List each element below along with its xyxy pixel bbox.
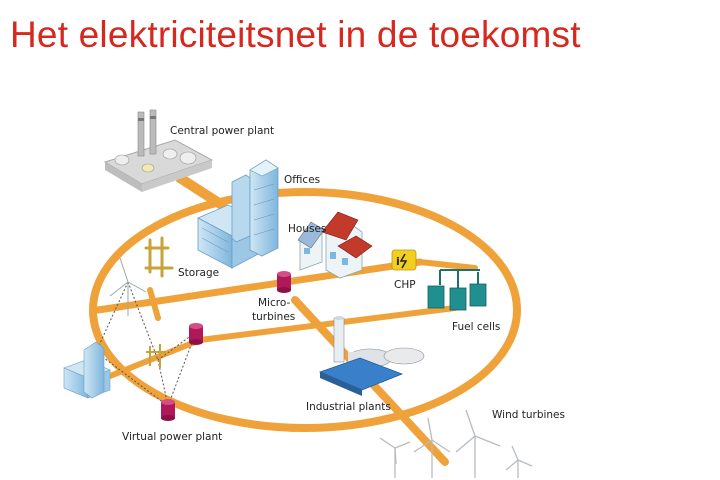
micro-turbines: [277, 271, 291, 293]
central-power-plant-label: Central power plant: [170, 125, 274, 137]
vpp-storage-icon: [146, 344, 166, 368]
chp-unit: i: [391, 249, 417, 271]
grid-network: [89, 173, 521, 466]
wind-turbine-3: [455, 409, 501, 478]
houses: [297, 211, 373, 279]
micro-turbines-label-line2: turbines: [252, 311, 295, 323]
fuel-cells-label: Fuel cells: [452, 321, 500, 333]
grid-line-central: [175, 173, 227, 210]
wind-turbine-4: [505, 445, 533, 478]
houses-label: Houses: [288, 223, 326, 235]
offices-building: [197, 159, 279, 269]
wind-turbines: [379, 409, 533, 478]
vpp-tank-lower: [161, 399, 175, 421]
grid-line-storage: [147, 287, 161, 321]
grid-line-lower: [197, 305, 458, 343]
micro-turbines-label-line1: Micro-: [258, 297, 290, 309]
wind-turbine-1: [379, 437, 411, 478]
grid-ring: [89, 188, 521, 432]
virtual-power-plant: [63, 257, 203, 421]
grid-line-vpp: [102, 337, 203, 381]
vpp-tank-upper: [189, 323, 203, 345]
storage-label: Storage: [178, 267, 219, 279]
chp-label: CHP: [394, 279, 416, 291]
industrial-plants: [318, 316, 425, 396]
fuel-cells: [427, 269, 487, 311]
industrial-plants-label: Industrial plants: [306, 401, 391, 413]
storage-unit: [144, 236, 174, 278]
central-power-plant: [103, 109, 214, 192]
wind-turbines-label: Wind turbines: [492, 409, 565, 421]
grid-line-fuelcells: [417, 259, 478, 271]
svg-text:i: i: [396, 255, 400, 268]
virtual-power-plant-label: Virtual power plant: [122, 431, 222, 443]
wind-turbine-2: [413, 417, 451, 478]
lightning-icon: [399, 253, 408, 269]
vpp-wind-turbine: [109, 257, 147, 316]
offices-label: Offices: [284, 174, 320, 186]
page-title: Het elektriciteitsnet in de toekomst: [10, 14, 581, 55]
vpp-building: [63, 341, 111, 399]
